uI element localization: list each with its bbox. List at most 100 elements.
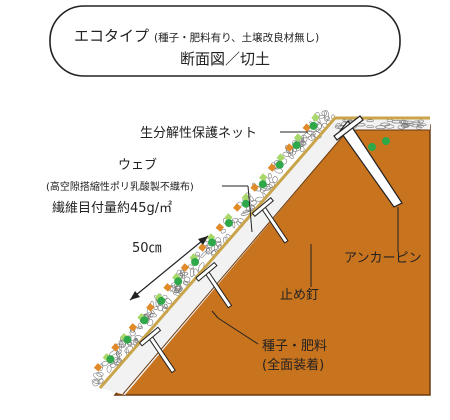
stop-nail [251, 197, 289, 244]
seed-dot [208, 238, 216, 247]
seed-dot [241, 199, 250, 208]
web-fibre [412, 120, 421, 124]
title-note: (種子・肥料有り、土壌改良材無し) [154, 31, 319, 44]
fertilizer-particle [215, 223, 225, 232]
web-fibre [375, 125, 386, 129]
stop-nail [195, 261, 233, 309]
web-mat-layer [100, 118, 430, 395]
web-fibre [249, 196, 254, 202]
web-fibre [380, 122, 391, 127]
seed-dot [292, 141, 301, 150]
seed-dot [123, 335, 132, 344]
web-fibre [400, 119, 407, 124]
label-web-2: (高空隙搭縮性ポリ乳酸製不織布) [46, 180, 194, 193]
title-box [49, 5, 401, 77]
web-fibre [287, 153, 294, 160]
web-fibre [317, 122, 322, 130]
web-fibre [220, 228, 226, 234]
web-fibre [268, 173, 272, 179]
fertilizer-particle [93, 363, 103, 372]
web-fibre [324, 116, 330, 122]
web-fibre [411, 124, 420, 128]
seed-dot [174, 277, 183, 286]
anchor-pin [333, 115, 403, 208]
fertilizer-particle [267, 163, 277, 172]
seed-dot [368, 143, 376, 151]
fertilizer-particle [180, 263, 190, 272]
label-seed-2: (全面装着) [262, 357, 324, 373]
web-fibre [282, 151, 292, 157]
protection-net [98, 116, 430, 389]
seed-dot [309, 121, 318, 130]
label-anchor-pin: アンカーピン [344, 251, 421, 266]
fertilizer-particle [293, 133, 303, 142]
label-web-3: 繊維目付量約45g/㎡ [52, 200, 172, 216]
dimension-arrowhead-top [198, 236, 208, 245]
web-fibre [402, 120, 413, 124]
seed-dot [157, 296, 166, 305]
web-fibre [179, 272, 189, 276]
stop-nails [138, 197, 289, 374]
title-main: エコタイプ [74, 27, 149, 45]
fertilizer-particle [128, 323, 138, 332]
fertilizer-particle [146, 303, 155, 312]
web-fibre [93, 372, 103, 380]
dimension-arrow [129, 235, 209, 301]
web-fibre [136, 326, 144, 330]
web-fibre [110, 363, 116, 368]
seed-dot [382, 137, 390, 145]
web-fibre [189, 267, 195, 278]
web-fibre [188, 264, 194, 270]
label-dimension: 50㎝ [132, 241, 162, 256]
web-fibre [416, 124, 424, 128]
leader-seed-a [217, 317, 259, 345]
web-fibre [115, 352, 122, 357]
stop-nail [138, 326, 176, 374]
seed-dot [191, 258, 200, 266]
web-fibre [92, 379, 101, 384]
web-fibre [401, 123, 411, 127]
web-fibre [310, 133, 316, 140]
web-fibre [116, 357, 122, 363]
fertilizer-particle [285, 143, 294, 152]
fertilizer-particle [259, 173, 268, 182]
label-stop-nail: 止め釘 [280, 287, 319, 303]
seed-dots [106, 121, 390, 364]
web-fibre [109, 349, 118, 357]
web-fibre [163, 303, 168, 309]
web-fibre [323, 110, 330, 120]
dimension-arrowhead-bottom [130, 291, 140, 300]
web-fibre [180, 269, 185, 276]
seed-dot [140, 316, 149, 325]
fertilizer-particle [311, 113, 320, 122]
web-fibre [301, 134, 308, 142]
web-fibre [106, 365, 112, 373]
seed-dot [275, 160, 284, 169]
web-fibre [250, 199, 257, 206]
fertilizer-particle [302, 123, 312, 132]
leader-seed-b [211, 310, 219, 319]
leader-web-2 [247, 185, 253, 233]
web-fibre [92, 380, 99, 387]
web-fibre [137, 323, 142, 329]
web-fibre [272, 176, 278, 183]
web-fibre [153, 306, 159, 310]
web-fibre [119, 340, 123, 351]
title-line2: 断面図／切土 [180, 50, 270, 68]
fertilizer-particle [250, 183, 259, 192]
web-fibre [403, 124, 409, 128]
label-net: 生分解性保護ネット [140, 125, 257, 141]
fertilizer-particle [241, 193, 251, 202]
web-fibre [195, 251, 200, 257]
seed-dot [258, 180, 267, 189]
web-fibre [96, 371, 104, 377]
web-fibre [129, 329, 136, 337]
web-fibre [200, 251, 207, 258]
label-seed-1: 種子・肥料 [262, 338, 327, 354]
web-fibre [268, 182, 275, 188]
fertilizer-particle [276, 153, 285, 162]
web-fibre [318, 114, 325, 119]
fertilizer-particle [163, 283, 172, 292]
web-fibre [215, 240, 222, 247]
